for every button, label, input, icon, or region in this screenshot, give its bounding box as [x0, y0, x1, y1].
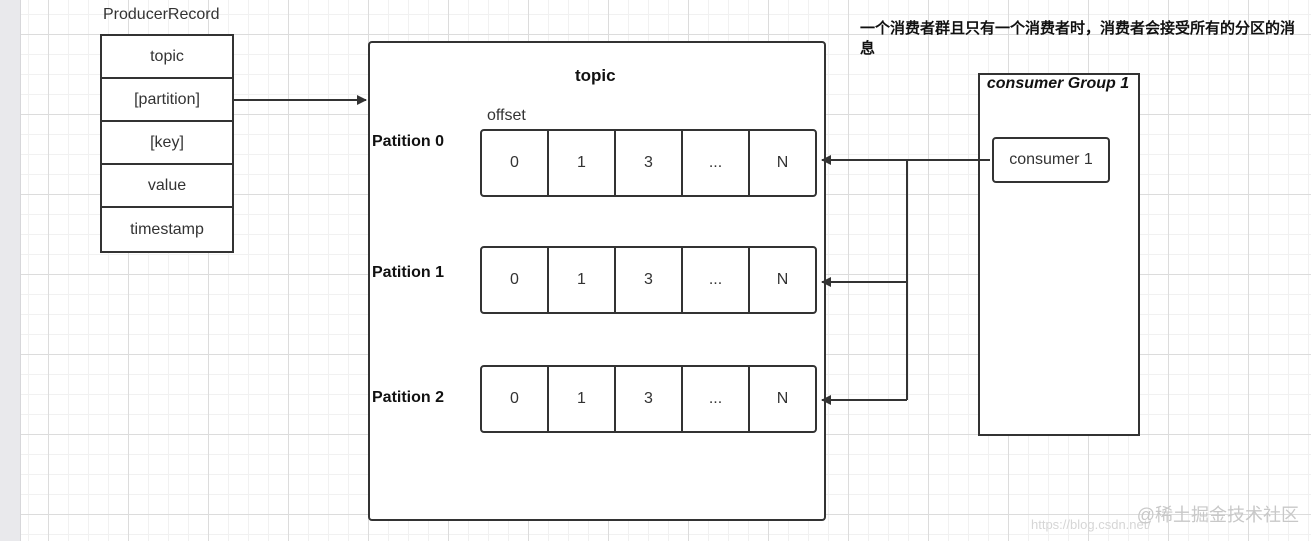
partition-1-cell: ...	[683, 248, 750, 312]
consumer-node: consumer 1	[992, 137, 1110, 183]
producer-record-box: topic [partition] [key] value timestamp	[100, 34, 234, 253]
partition-0-cell: 0	[482, 131, 549, 195]
partition-1-cell: N	[776, 271, 789, 288]
partition-0-label: Patition 0	[372, 133, 445, 150]
consumer-group-box	[978, 73, 1140, 436]
partition-1-cell: 0	[482, 248, 549, 312]
partition-1-label: Patition 1	[372, 264, 445, 281]
partition-1-cell: 1	[549, 248, 616, 312]
partition-2-row: 0 1 3 ... N	[480, 365, 817, 433]
producer-field-timestamp: timestamp	[130, 220, 204, 238]
producer-field-topic: topic	[102, 36, 232, 79]
partition-2-cell: N	[776, 390, 789, 407]
partition-2-cell: ...	[683, 367, 750, 431]
producer-record-title: ProducerRecord	[103, 6, 220, 23]
partition-0-cell: 3	[616, 131, 683, 195]
topic-title: topic	[575, 66, 616, 85]
partition-0-cell: N	[776, 154, 789, 171]
partition-1-row: 0 1 3 ... N	[480, 246, 817, 314]
producer-field-key: [key]	[102, 122, 232, 165]
note-text: 一个消费者群且只有一个消费者时，消费者会接受所有的分区的消息	[860, 20, 1296, 57]
partition-0-row: 0 1 3 ... N	[480, 129, 817, 197]
producer-field-partition: [partition]	[102, 79, 232, 122]
consumer-group-title: consumer Group 1	[986, 75, 1130, 92]
partition-1-cell: 3	[616, 248, 683, 312]
partition-2-cell: 0	[482, 367, 549, 431]
partition-2-cell: 3	[616, 367, 683, 431]
url-watermark: https://blog.csdn.net/	[1031, 517, 1151, 532]
producer-field-value: value	[102, 165, 232, 208]
site-watermark: @稀土掘金技术社区	[1136, 505, 1299, 525]
partition-0-cell: 1	[549, 131, 616, 195]
partition-2-label: Patition 2	[372, 389, 445, 406]
offset-label: offset	[487, 107, 526, 124]
left-panel-strip	[0, 0, 21, 541]
partition-2-cell: 1	[549, 367, 616, 431]
partition-0-cell: ...	[683, 131, 750, 195]
